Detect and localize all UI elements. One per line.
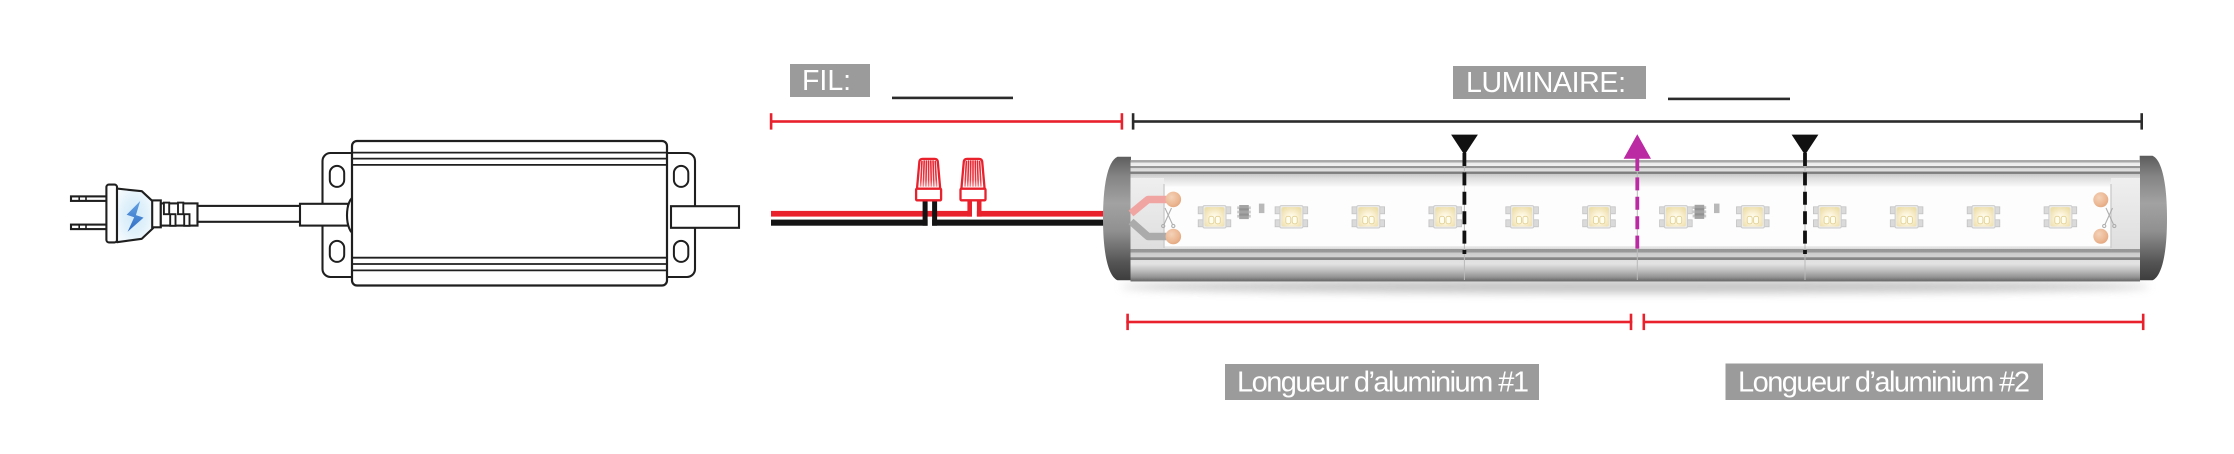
svg-text:Longueur d’aluminium #1: Longueur d’aluminium #1 — [1237, 367, 1529, 399]
svg-text:FIL:: FIL: — [802, 65, 851, 97]
svg-text:LUMINAIRE:: LUMINAIRE: — [1466, 67, 1626, 99]
svg-text:Longueur d’aluminium #2: Longueur d’aluminium #2 — [1738, 367, 2030, 399]
